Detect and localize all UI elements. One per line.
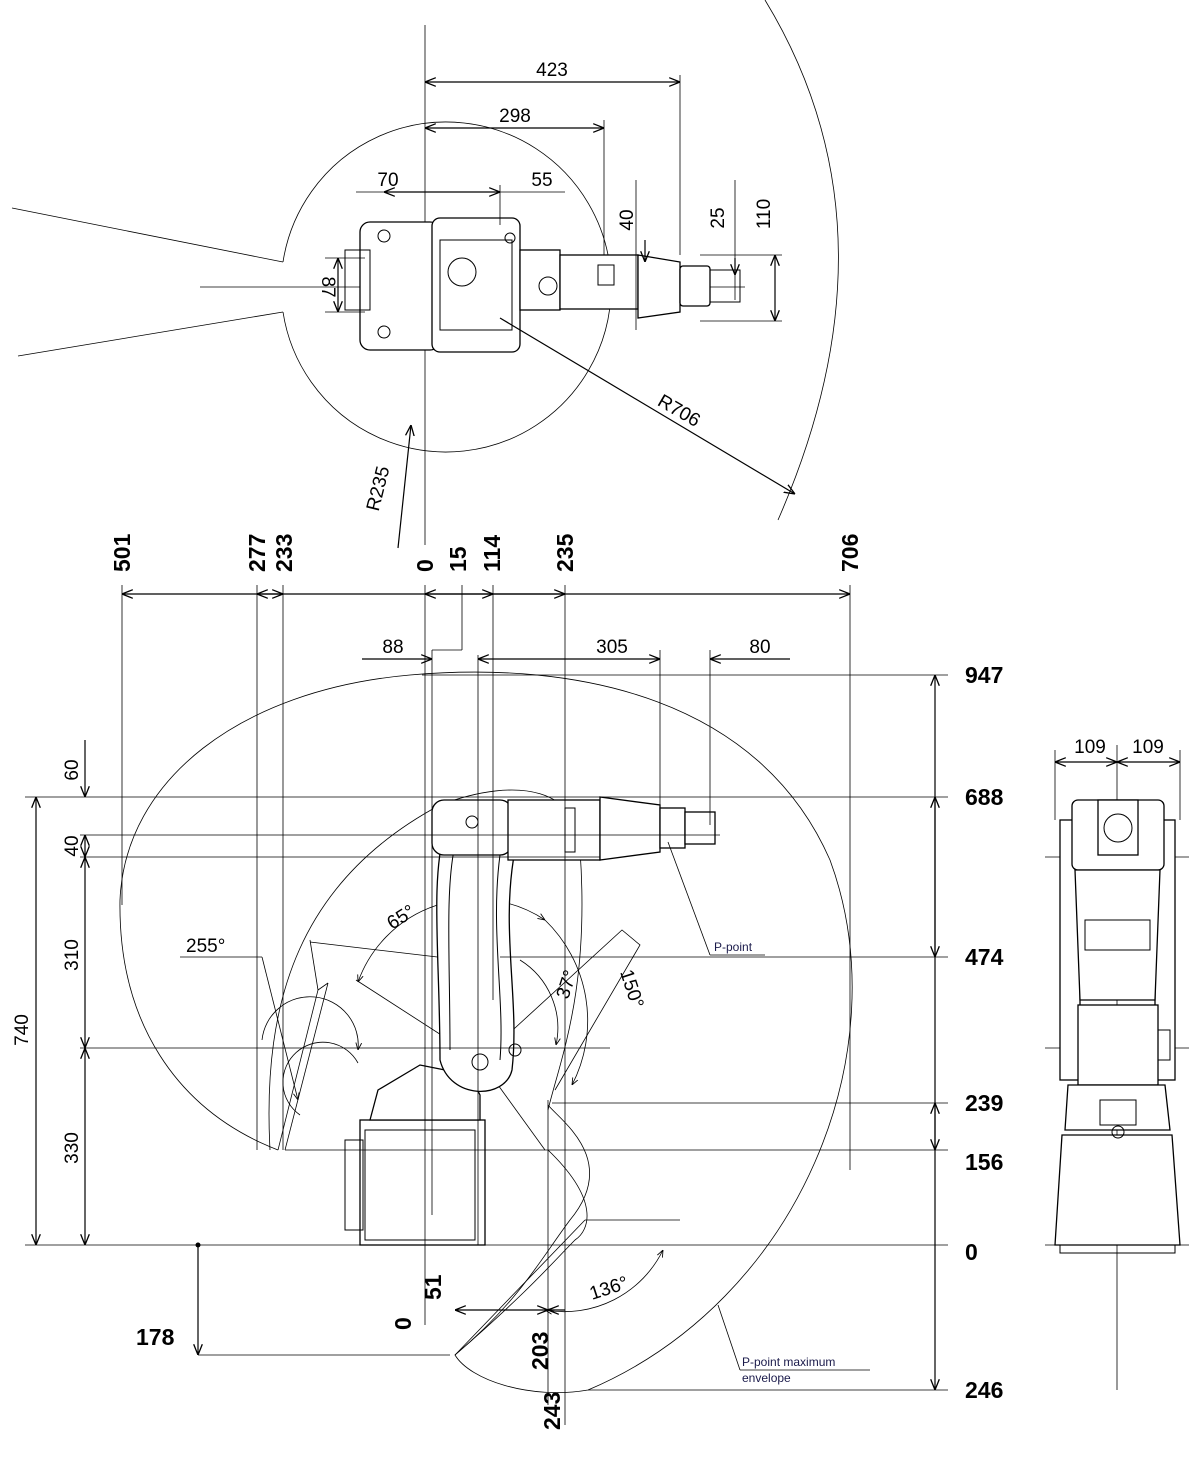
front-robot-body xyxy=(1054,799,1181,1254)
y-51: 51 xyxy=(420,1274,446,1300)
front-dim-109-left: 109 xyxy=(1074,737,1106,758)
dim-40: 40 xyxy=(617,209,638,230)
offset-305: 305 xyxy=(596,637,628,658)
angle-255: 255° xyxy=(186,936,225,957)
angle-37: 37° xyxy=(553,968,582,1002)
x-706: 706 xyxy=(837,534,863,572)
z-947: 947 xyxy=(965,662,1003,688)
y-243: 243 xyxy=(539,1392,565,1430)
side-view: 501 277 233 0 15 114 235 706 88 305 80 9… xyxy=(12,533,1004,1430)
dim-55: 55 xyxy=(531,170,552,191)
radius-line-r706 xyxy=(499,317,795,494)
radius-line-r235 xyxy=(397,425,411,549)
top-outer-envelope-arc xyxy=(764,0,839,521)
y-0-bottom: 0 xyxy=(390,1317,416,1330)
angle-65: 65° xyxy=(384,901,419,934)
envelope-label-line1: P-point maximum xyxy=(742,1355,835,1369)
y-203: 203 xyxy=(527,1332,553,1370)
offset-80: 80 xyxy=(749,637,770,658)
angle-150: 150° xyxy=(615,967,647,1011)
dim-87: 87 xyxy=(317,276,338,297)
front-dim-109-right: 109 xyxy=(1132,737,1164,758)
z-178: 178 xyxy=(136,1324,175,1350)
z-474: 474 xyxy=(965,944,1004,970)
radius-r235: R235 xyxy=(363,464,394,513)
x-277: 277 xyxy=(244,534,270,572)
offset-88: 88 xyxy=(382,637,403,658)
x-15: 15 xyxy=(445,546,471,572)
side-outer-envelope xyxy=(119,671,853,1393)
x-114: 114 xyxy=(479,535,505,572)
left-740: 740 xyxy=(12,1014,33,1046)
z-0: 0 xyxy=(965,1239,978,1265)
z-156: 156 xyxy=(965,1149,1003,1175)
x-0: 0 xyxy=(412,559,438,572)
z-246: 246 xyxy=(965,1377,1003,1403)
dim-423: 423 xyxy=(536,60,568,81)
top-robot-body xyxy=(344,217,741,353)
top-left-boundary-upper xyxy=(11,207,284,263)
x-501: 501 xyxy=(109,533,135,572)
z-239: 239 xyxy=(965,1090,1003,1116)
z-688: 688 xyxy=(965,784,1004,810)
dim-25: 25 xyxy=(708,207,729,228)
left-40: 40 xyxy=(62,835,83,856)
left-60: 60 xyxy=(62,759,83,780)
p-point-label: P-point xyxy=(714,940,753,954)
left-310: 310 xyxy=(62,939,83,971)
envelope-label-line2: envelope xyxy=(742,1371,791,1385)
top-view: 423 298 70 55 40 25 110 87 R235 R706 xyxy=(11,0,839,549)
dim-70: 70 xyxy=(377,170,398,191)
top-left-boundary-lower xyxy=(17,311,284,357)
dim-110: 110 xyxy=(754,199,775,229)
side-robot-body xyxy=(344,796,716,1246)
left-330: 330 xyxy=(62,1132,83,1164)
x-235: 235 xyxy=(552,533,578,572)
dim-298: 298 xyxy=(499,106,531,127)
radius-r706: R706 xyxy=(654,391,704,432)
angle-136: 136° xyxy=(587,1273,631,1305)
x-233: 233 xyxy=(271,534,297,572)
front-view: 109 109 xyxy=(1045,737,1189,1390)
